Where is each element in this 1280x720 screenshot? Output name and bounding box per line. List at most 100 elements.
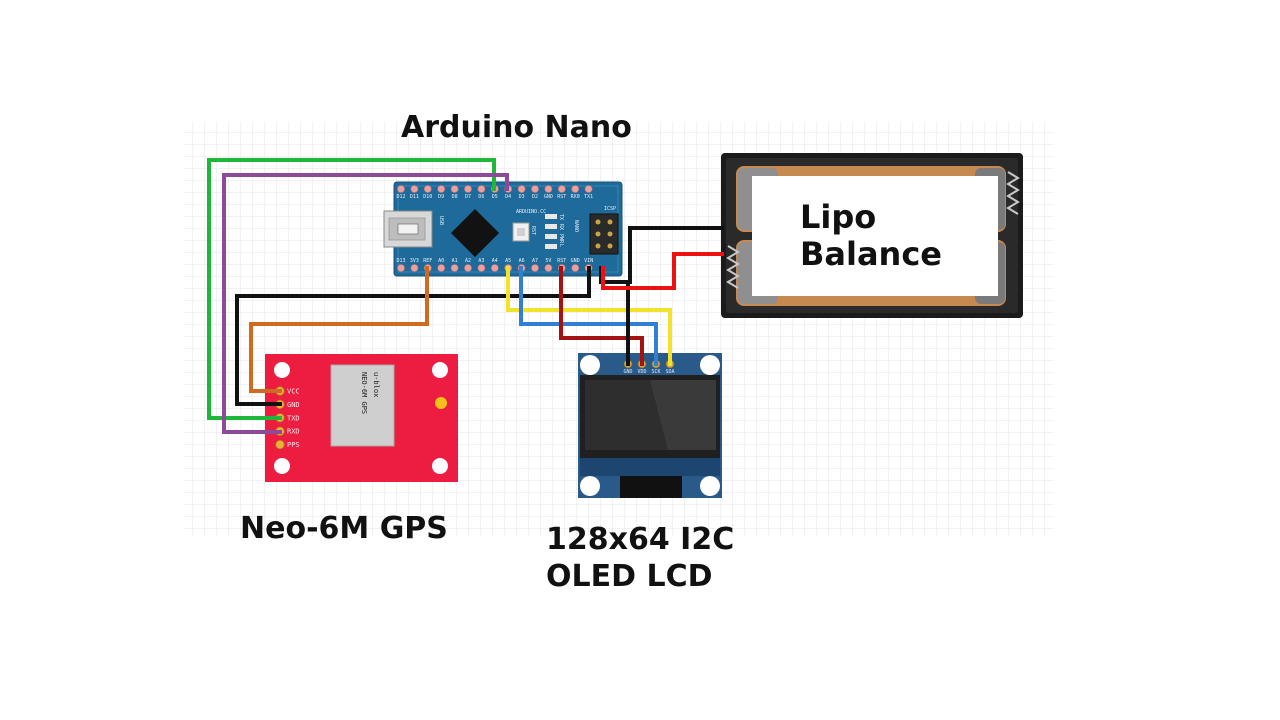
- nano-pin-d7-top: [464, 185, 472, 193]
- battery-label-line2: Balance: [800, 235, 942, 273]
- orange-wire-3v3-to-vcc: [249, 266, 429, 393]
- oled-pin-label-gnd: GND: [623, 369, 632, 375]
- status-led: [435, 397, 447, 409]
- nano-pin-5v-bottom: [544, 264, 553, 272]
- nano-pin-a1-bottom: [450, 264, 459, 272]
- nano-pin-3v3-bottom: [410, 264, 419, 272]
- nano-pin-label-a2-bottom: A2: [465, 258, 471, 264]
- nano-pin-d11-top: [410, 185, 419, 193]
- gps-pin-label-gnd: GND: [287, 401, 300, 409]
- nano-pin-a4-bottom: [490, 264, 499, 272]
- battery-label-line1: Lipo: [800, 198, 876, 236]
- nano-mark: NANO: [573, 220, 579, 232]
- oled-display-module: GND VDD SCK SDA: [578, 353, 722, 498]
- oled-pin-label-sda: SDA: [665, 369, 674, 375]
- nano-pin-label-rst-top: RST: [557, 194, 566, 200]
- nano-pin-d3-top: [517, 185, 526, 193]
- nano-pin-label-d12-top: D12: [396, 194, 405, 200]
- gps-chip-line2: NEO-6M GPS: [360, 372, 368, 414]
- oled-pin-label-sck: SCK: [651, 369, 660, 375]
- nano-pin-label-d5-top: D5: [492, 194, 498, 200]
- nano-pin-label-a0-bottom: A0: [438, 258, 444, 264]
- nano-pin-gnd-bottom: [571, 264, 580, 272]
- blue-wire-a5-to-sck: [519, 266, 658, 366]
- pwr-mark: PWR: [558, 234, 564, 244]
- icsp-header: [589, 213, 619, 255]
- mcu-chip: [450, 208, 500, 258]
- rst-mark: RST: [530, 226, 536, 235]
- red-wire-battery-positive: [601, 252, 724, 290]
- ribbon-connector: [620, 476, 682, 498]
- nano-pin-label-tx1-top: TX1: [584, 194, 593, 200]
- purple-wire-d5-to-rxd: [222, 173, 509, 434]
- gps-chip: [330, 364, 395, 447]
- nano-pin-a0-bottom: [437, 264, 446, 272]
- nano-pin-label-a1-bottom: A1: [452, 258, 458, 264]
- reset-button: [512, 222, 530, 242]
- nano-pin-label-5v-bottom: 5V: [545, 258, 551, 264]
- nano-pin-d2-top: [531, 185, 539, 193]
- nano-pin-label-d3-top: D3: [519, 194, 525, 200]
- icsp-mark: ICSP: [604, 206, 616, 212]
- nano-pin-label-rst-bottom: RST: [557, 258, 566, 264]
- nano-pin-a7-bottom: [531, 264, 539, 272]
- nano-pin-d6-top: [477, 185, 486, 193]
- gps-pin-label-pps: PPS: [287, 441, 300, 449]
- nano-pin-d10-top: [423, 185, 432, 193]
- nano-pin-label-a7-bottom: A7: [532, 258, 538, 264]
- gps-chip-line1: u-blox: [372, 372, 380, 397]
- wires: [207, 158, 724, 434]
- green-wire-d6-to-txd: [207, 158, 496, 420]
- nano-pin-label-d11-top: D11: [410, 194, 419, 200]
- arduino-cc-mark: ARDUINO.CC: [516, 209, 546, 215]
- nano-pin-label-a5-bottom: A5: [505, 258, 511, 264]
- nano-pin-d13-bottom: [397, 264, 405, 272]
- nano-pin-label-d13-bottom: D13: [396, 258, 405, 264]
- oled-title-line1: 128x64 I2C: [546, 522, 734, 557]
- nano-pin-d8-top: [450, 185, 459, 193]
- gps-pin-label-rxd: RXD: [287, 428, 300, 436]
- oled-pin-label-vdd: VDD: [637, 369, 646, 375]
- nano-pin-a2-bottom: [464, 264, 472, 272]
- nano-pin-label-d2-top: D2: [532, 194, 538, 200]
- nano-pin-label-rx0-top: RX0: [571, 194, 580, 200]
- nano-pin-rx0-top: [571, 185, 580, 193]
- arduino-nano-board: USB ARDUINO.CC NANO ICSP RST TX RX PWR L…: [383, 181, 623, 277]
- nano-pin-label-d7-top: D7: [465, 194, 471, 200]
- nano-pin-label-d10-top: D10: [423, 194, 432, 200]
- nano-pin-d12-top: [397, 185, 405, 193]
- nano-pin-label-a6-bottom: A6: [519, 258, 525, 264]
- nano-pin-label-d4-top: D4: [505, 194, 511, 200]
- rx-mark: RX: [558, 224, 564, 230]
- nano-pin-label-3v3-bottom: 3V3: [410, 258, 419, 264]
- lipo-battery-holder: Lipo Balance: [721, 153, 1023, 318]
- nano-pin-d9-top: [437, 185, 446, 193]
- nano-pin-tx1-top: [584, 185, 593, 193]
- nano-pin-rst-top: [557, 185, 566, 193]
- nano-pin-label-gnd-top: GND: [544, 194, 553, 200]
- arduino-title: Arduino Nano: [401, 110, 632, 145]
- nano-pin-a3-bottom: [477, 264, 486, 272]
- l-mark: L: [558, 244, 564, 247]
- nano-pin-gnd-top: [544, 185, 553, 193]
- nano-pin-label-a4-bottom: A4: [492, 258, 498, 264]
- black-wire-gnd-to-gps-gnd: [235, 266, 591, 406]
- nano-pin-label-d9-top: D9: [438, 194, 444, 200]
- oled-title-line2: OLED LCD: [546, 559, 713, 594]
- gps-title: Neo-6M GPS: [240, 511, 448, 546]
- nano-pin-label-d8-top: D8: [452, 194, 458, 200]
- gps-pin-label-vcc: VCC: [287, 388, 300, 396]
- usb-mark: USB: [438, 216, 444, 225]
- gps-pin-pps: [275, 439, 285, 450]
- darkred-wire-5v-to-vdd: [559, 266, 644, 366]
- nano-pin-label-vin-bottom: VIN: [584, 258, 593, 264]
- yellow-wire-a4-to-sda: [506, 266, 672, 366]
- battery-label-area: [752, 176, 998, 296]
- tx-mark: TX: [558, 214, 564, 220]
- nano-pin-label-a3-bottom: A3: [478, 258, 484, 264]
